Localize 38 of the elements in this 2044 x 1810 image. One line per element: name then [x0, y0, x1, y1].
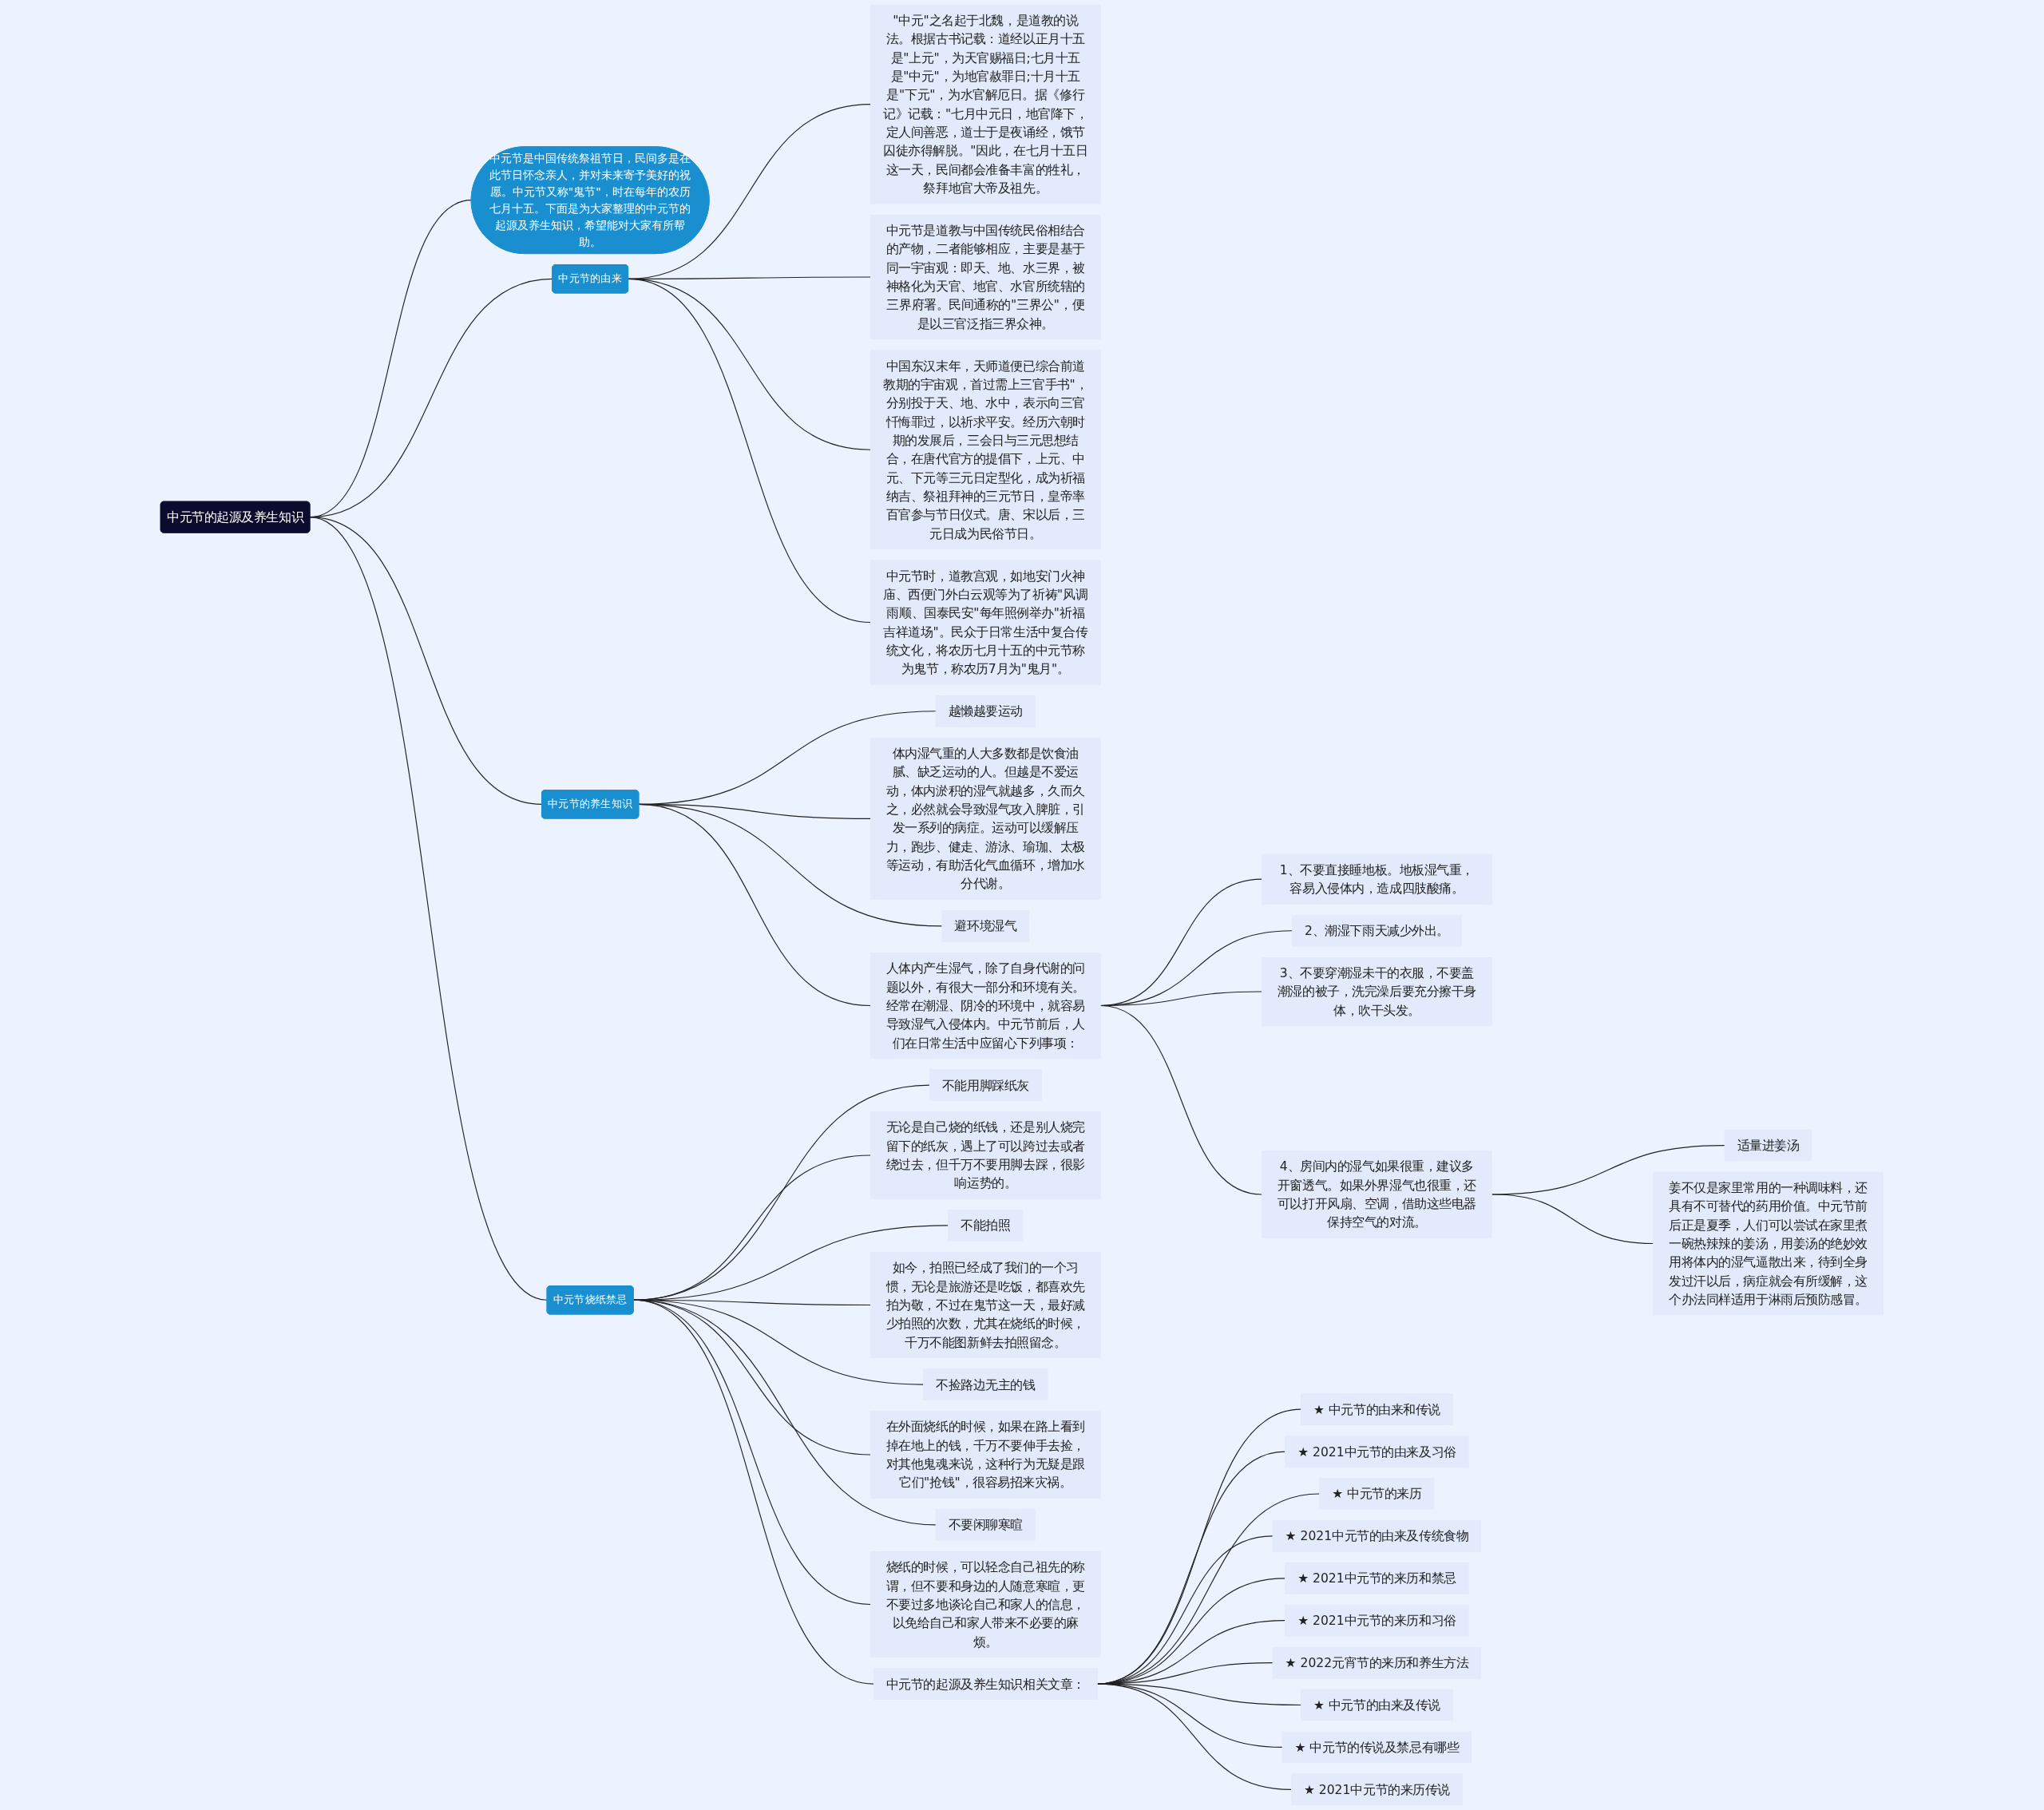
intro-bubble: 中元节是中国传统祭祖节日，民间多是在此节日怀念亲人，并对未来寄予美好的祝愿。中元节又称"鬼节"，时在每年的农历七月十五。下面是为大家整理的中元节的起源及养生知识，希望能对大家有所帮助。 [470, 146, 710, 254]
topic-card: 不捡路边无主的钱 [923, 1368, 1048, 1400]
topic-card: 2、潮湿下雨天减少外出。 [1292, 914, 1463, 947]
topic-card: 不能拍照 [948, 1210, 1024, 1242]
branch-topic: 中元节烧纸禁忌 [546, 1285, 634, 1315]
topic-card: ★ 中元节的由来及传说 [1301, 1689, 1453, 1721]
topic-card: ★ 2022元宵节的来历和养生方法 [1272, 1646, 1482, 1679]
topic-card: 3、不要穿潮湿未干的衣服，不要盖潮湿的被子，洗完澡后要充分擦干身体，吹干头发。 [1262, 956, 1492, 1027]
branch-topic: 中元节的由来 [552, 264, 629, 294]
topic-card: 烧纸的时候，可以轻念自己祖先的称谓，但不要和身边的人随意寒暄，更不要过多地谈论自己和家人的信息，以免给自己和家人带来不必要的麻烦。 [870, 1551, 1101, 1658]
topic-card: ★ 2021中元节的来历和禁忌 [1285, 1562, 1469, 1594]
topic-card: "中元"之名起于北魏，是道教的说法。根据古书记载：道经以正月十五是"上元"，为天官赐福日;七月十五是"中元"，为地官赦罪日;十月十五是"下元"，为水官解厄日。据《修行记》记载："七月中元日，地官降下，定人间善恶，道士于是夜诵经，饿节囚徒亦得解脱。"因此，在七月十五日这一天，民间都会准备丰富的牲礼，祭拜地官大帝及祖先。 [870, 4, 1101, 204]
topic-card: 中元节的起源及养生知识相关文章： [873, 1668, 1098, 1700]
topic-card: 在外面烧纸的时候，如果在路上看到掉在地上的钱，千万不要伸手去捡，对其他鬼魂来说，这种行为无疑是跟它们"抢钱"，很容易招来灾祸。 [870, 1411, 1101, 1499]
topic-card: 无论是自己烧的纸钱，还是别人烧完留下的纸灰，遇上了可以跨过去或者绕过去，但千万不要用脚去踩，很影响运势的。 [870, 1111, 1101, 1199]
topic-card: 4、房间内的湿气如果很重，建议多开窗透气。如果外界湿气也很重，还可以打开风扇、空调，借助这些电器保持空气的对流。 [1262, 1151, 1492, 1238]
branch-topic: 中元节的养生知识 [541, 790, 640, 819]
topic-card: 不要闲聊寒暄 [935, 1509, 1036, 1541]
topic-card: ★ 2021中元节的由来及传统食物 [1272, 1520, 1482, 1552]
topic-card: 中元节是道教与中国传统民俗相结合的产物，二者能够相应，主要是基于同一宇宙观：即天、地、水三界，被神格化为天官、地官、水官所统辖的三界府署。民间通称的"三界公"，便是以三官泛指三界众神。 [870, 214, 1101, 340]
topic-card: 人体内产生湿气，除了自身代谢的问题以外，有很大一部分和环境有关。经常在潮湿、阴冷的环境中，就容易导致湿气入侵体内。中元节前后，人们在日常生活中应留心下列事项： [870, 953, 1101, 1059]
topic-card: 适量进姜汤 [1724, 1129, 1812, 1162]
topic-card: 如今，拍照已经成了我们的一个习惯，无论是旅游还是吃饭，都喜欢先拍为敬，不过在鬼节这一天，最好减少拍照的次数，尤其在烧纸的时候，千万不能图新鲜去拍照留念。 [870, 1251, 1101, 1359]
topic-card: ★ 中元节的由来和传说 [1301, 1393, 1453, 1426]
topic-card: ★ 中元节的传说及禁忌有哪些 [1281, 1731, 1472, 1764]
topic-card: 姜不仅是家里常用的一种调味料，还具有不可替代的药用价值。中元节前后正是夏季，人们可以尝试在家里煮一碗热辣辣的姜汤，用姜汤的绝妙效用将体内的湿气逼散出来，待到全身发过汗以后，病症就会有所缓解，这个办法同样适用于淋雨后预防感冒。 [1653, 1171, 1884, 1316]
topic-card: 1、不要直接睡地板。地板湿气重，容易入侵体内，造成四肢酸痛。 [1262, 854, 1492, 905]
topic-card: ★ 2021中元节的来历和习俗 [1285, 1604, 1469, 1637]
topic-card: 避环境湿气 [941, 910, 1030, 942]
topic-card: ★ 2021中元节的来历传说 [1291, 1773, 1463, 1806]
topic-card: 越懒越要运动 [935, 695, 1036, 727]
central-topic: 中元节的起源及养生知识 [160, 501, 311, 533]
topic-card: ★ 2021中元节的由来及习俗 [1285, 1436, 1469, 1467]
topic-card: 中国东汉末年，天师道便已综合前道教期的宇宙观，首过需上三官手书"，分别投于天、地、水中，表示向三官忏悔罪过，以祈求平安。经历六朝时期的发展后，三会日与三元思想结合，在唐代官方的提倡下，上元、中元、下元等三元日定型化，成为祈福纳吉、祭祖拜神的三元节日，皇帝率百官参与节日仪式。唐、宋以后，三元日成为民俗节日。 [870, 350, 1101, 550]
topic-card: ★ 中元节的来历 [1319, 1478, 1435, 1510]
topic-card: 体内湿气重的人大多数都是饮食油腻、缺乏运动的人。但越是不爱运动，体内淤积的湿气就越多，久而久之，必然就会导致湿气攻入脾脏，引发一系列的病症。运动可以缓解压力，跑步、健走、游泳、瑜珈、太极等运动，有助活化气血循环，增加水分代谢。 [870, 737, 1101, 900]
topic-card: 不能用脚踩纸灰 [929, 1069, 1042, 1101]
topic-card: 中元节时，道教宫观，如地安门火神庙、西便门外白云观等为了祈祷"风调雨顺、国泰民安"每年照例举办"祈福吉祥道场"。民众于日常生活中复合传统文化，将农历七月十五的中元节称为鬼节，称农历7月为"鬼月"。 [870, 560, 1101, 685]
